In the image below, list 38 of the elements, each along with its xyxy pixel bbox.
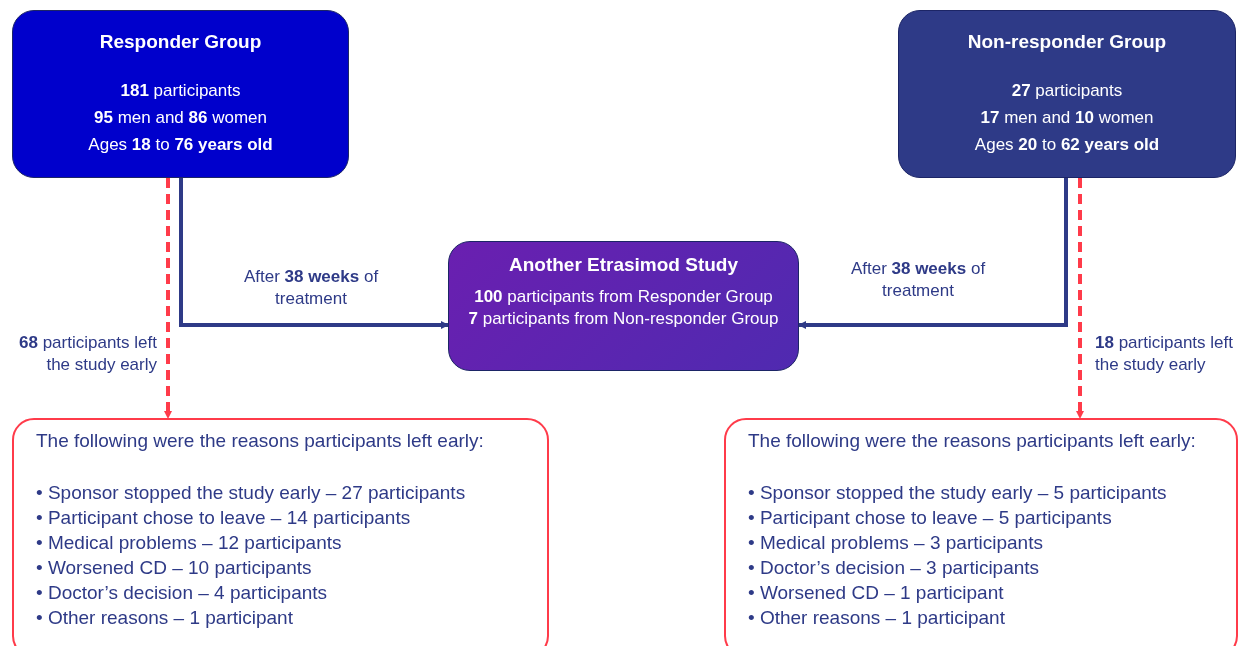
dashed-arrow: [164, 178, 172, 419]
reason-item: • Sponsor stopped the study early – 27 participants: [36, 481, 467, 505]
arrow: [179, 178, 449, 329]
box-text: 100 participants from Responder Group: [474, 286, 773, 308]
box-text: 95 men and 86 women: [94, 107, 267, 129]
reasons-box: [724, 418, 1238, 646]
box-text: 27 participants: [1011, 80, 1123, 102]
reasons-box: [12, 418, 549, 646]
group-box: [898, 10, 1236, 178]
edge-label: After 38 weeks of treatment: [849, 258, 987, 302]
arrow: [798, 178, 1068, 329]
box-title: Non-responder Group: [967, 31, 1167, 53]
reason-item: • Doctor’s decision – 4 participants: [36, 581, 329, 605]
reason-item: • Other reasons – 1 participant: [748, 606, 1006, 630]
reason-item: • Worsened CD – 10 participants: [36, 556, 313, 580]
reason-item: • Worsened CD – 1 participant: [748, 581, 1005, 605]
box-text: Ages 20 to 62 years old: [974, 134, 1160, 156]
box-title: Another Etrasimod Study: [508, 254, 739, 276]
box-text: 17 men and 10 women: [980, 107, 1154, 129]
reasons-heading: The following were the reasons participants left early:: [36, 430, 485, 452]
group-box: [448, 241, 799, 371]
edge-label: 18 participants left the study early: [1095, 332, 1234, 376]
edge-label: 68 participants left the study early: [18, 332, 157, 376]
reasons-heading: The following were the reasons participants left early:: [748, 430, 1197, 452]
dashed-arrow: [1076, 178, 1084, 419]
reason-item: • Participant chose to leave – 14 participants: [36, 506, 412, 530]
reason-item: • Medical problems – 12 participants: [36, 531, 343, 555]
reason-item: • Doctor’s decision – 3 participants: [748, 556, 1041, 580]
box-title: Responder Group: [99, 31, 262, 53]
box-text: Ages 18 to 76 years old: [88, 134, 273, 156]
box-text: 7 participants from Non-responder Group: [468, 308, 779, 330]
reason-item: • Sponsor stopped the study early – 5 participants: [748, 481, 1168, 505]
group-box: [12, 10, 349, 178]
reason-item: • Participant chose to leave – 5 participants: [748, 506, 1113, 530]
edge-label: After 38 weeks of treatment: [242, 266, 380, 310]
reason-item: • Other reasons – 1 participant: [36, 606, 294, 630]
reason-item: • Medical problems – 3 participants: [748, 531, 1044, 555]
box-text: 181 participants: [120, 80, 241, 102]
